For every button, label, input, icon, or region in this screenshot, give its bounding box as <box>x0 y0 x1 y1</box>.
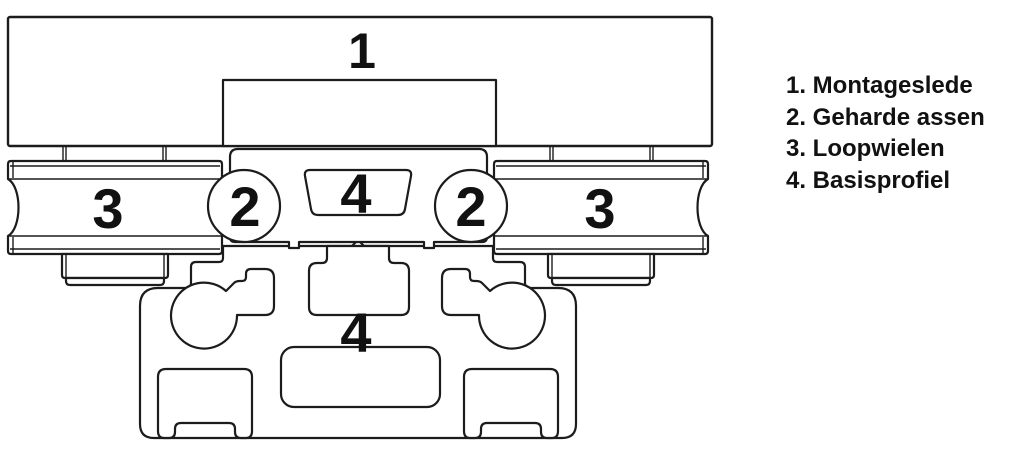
profile-bottom-pocket <box>279 345 442 409</box>
callout-plate: 1 <box>348 23 376 79</box>
callout-slot-top: 4 <box>340 162 371 225</box>
legend-item-loopwielen: 3. Loopwielen <box>786 135 945 162</box>
legend-item-geharde-assen: 2. Geharde assen <box>786 103 985 131</box>
shaft-circle-left <box>206 168 282 244</box>
callout-profile: 4 <box>340 301 371 364</box>
mounting-plate-step <box>221 78 498 148</box>
dovetail-slot <box>303 168 413 217</box>
profile-tslot-top <box>307 244 411 317</box>
shaft-circle-right <box>433 168 509 244</box>
callout-shaft-right: 2 <box>455 175 486 238</box>
callout-shaft-left: 2 <box>229 175 260 238</box>
legend-item-basisprofiel: 4. Basisprofiel <box>786 166 951 194</box>
callout-wheel-left: 3 <box>92 177 123 240</box>
callout-wheel-right: 3 <box>584 177 615 240</box>
legend: 1. Montageslede 2. Geharde assen 3. Loop… <box>786 70 985 196</box>
legend-item-montageslede: 1. Montageslede <box>786 72 973 99</box>
